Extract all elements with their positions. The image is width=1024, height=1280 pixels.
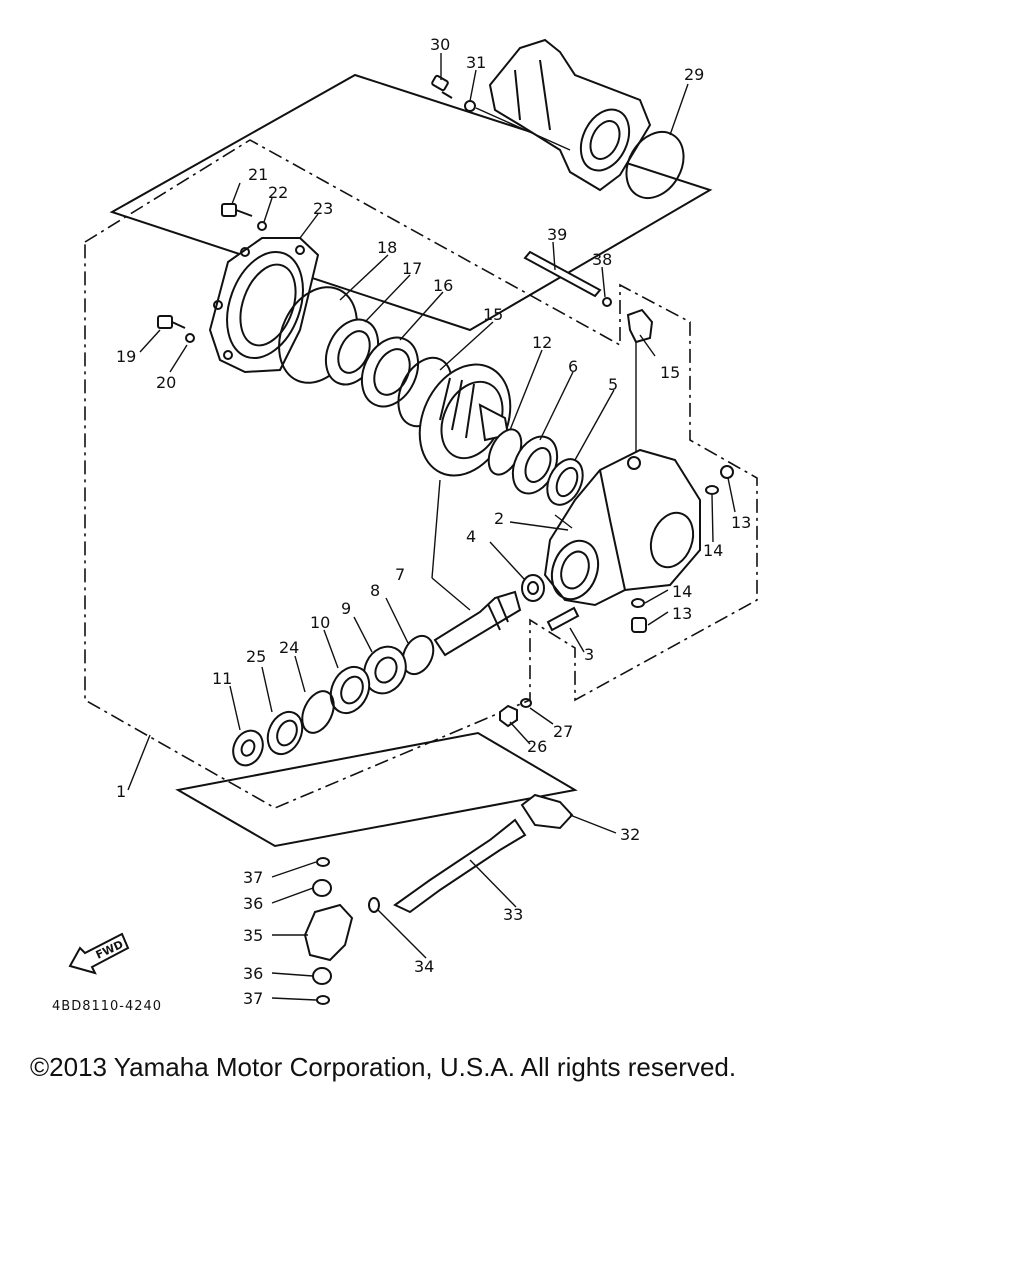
- callout-38: 38: [592, 250, 612, 269]
- callout-7: 7: [395, 565, 405, 584]
- callout-5: 5: [608, 375, 618, 394]
- drive-shaft-33: [393, 818, 527, 914]
- callout-32: 32: [620, 825, 640, 844]
- forward-arrow-icon: FWD: [68, 932, 130, 975]
- callout-23: 22: [268, 183, 288, 202]
- callout-33: 33: [503, 905, 523, 924]
- callout-6: 6: [568, 357, 578, 376]
- callout-34: 34: [414, 957, 434, 976]
- bearing-cover-24: [208, 237, 320, 374]
- washer-28: [520, 698, 532, 708]
- oil-seal-5: [546, 458, 584, 506]
- clip-37-upper: [316, 857, 330, 867]
- callout-37-lower: 37: [243, 989, 263, 1008]
- stud-3: [546, 606, 580, 632]
- bushing-11: [232, 729, 264, 767]
- nut-27: [499, 704, 518, 728]
- plug-13-upper: [720, 465, 734, 479]
- callout-8: 8: [370, 581, 380, 600]
- callout-12: 12: [532, 333, 552, 352]
- breather-15: [626, 308, 654, 344]
- callout-2: 2: [494, 509, 504, 528]
- shim-8: [401, 634, 435, 676]
- callout-21: 20: [156, 373, 176, 392]
- callout-1: 1: [116, 782, 126, 801]
- callout-36-lower: 36: [243, 964, 263, 983]
- drawing-code: 4BD8110-4240: [52, 999, 162, 1014]
- plug-13-lower: [631, 617, 647, 633]
- callout-28: 27: [553, 722, 573, 741]
- callout-14-lower: 14: [672, 582, 692, 601]
- callout-27: 26: [527, 737, 547, 756]
- coupling-gear-32: [520, 793, 574, 830]
- callout-labels: 30 31 29 21 22 23 39 18 38 17 16 15 12 1…: [52, 35, 751, 1014]
- callout-13-upper: 13: [731, 513, 751, 532]
- callout-9: 9: [341, 599, 351, 618]
- callout-4: 4: [466, 527, 476, 546]
- bearing-4: [521, 574, 545, 602]
- callout-29: 29: [684, 65, 704, 84]
- callout-39: 39: [547, 225, 567, 244]
- callout-13-lower: 13: [672, 604, 692, 623]
- shaft-group-outline: [175, 731, 578, 848]
- callout-20: 19: [116, 347, 136, 366]
- washer-14-lower: [631, 598, 645, 608]
- callout-22: 21: [248, 165, 268, 184]
- bearing-36-upper: [312, 879, 332, 897]
- washer-14-upper: [705, 485, 719, 495]
- clip-38: [602, 297, 612, 307]
- pinion-gear-7: [433, 590, 522, 657]
- callout-10: 10: [310, 613, 330, 632]
- gear-case-2: [543, 448, 701, 607]
- leader-lines: [127, 53, 736, 1001]
- callout-17: 16: [433, 276, 453, 295]
- callout-30: 30: [430, 35, 450, 54]
- callout-35: 35: [243, 926, 263, 945]
- callout-26: 25: [246, 647, 266, 666]
- washer-21: [185, 333, 195, 343]
- callout-31: 31: [466, 53, 486, 72]
- callout-11: 11: [212, 669, 232, 688]
- parts: FWD: [68, 38, 734, 1005]
- callout-36-upper: 36: [243, 894, 263, 913]
- gasket-29: [625, 131, 685, 199]
- callout-25: 24: [279, 638, 299, 657]
- callout-37-upper: 37: [243, 868, 263, 887]
- callout-18: 17: [402, 259, 422, 278]
- washer-31: [464, 100, 476, 112]
- bolt-20: [157, 315, 173, 329]
- callout-19: 18: [377, 238, 397, 257]
- drive-shaft-housing: [431, 38, 685, 199]
- callout-14-upper: 14: [703, 541, 723, 560]
- callout-24: 23: [313, 199, 333, 218]
- circlip-25: [301, 690, 335, 734]
- washer-23: [257, 221, 267, 231]
- bearing-36-lower: [312, 967, 332, 985]
- final-drive-assembly-outline: [84, 139, 758, 809]
- callout-16: 15: [483, 305, 503, 324]
- bearing-9: [363, 645, 407, 695]
- copyright-notice: ©2013 Yamaha Motor Corporation, U.S.A. A…: [30, 1052, 737, 1082]
- callout-3: 3: [584, 645, 594, 664]
- circlip-34: [368, 897, 380, 913]
- ring-gear-7: [418, 363, 512, 477]
- universal-joint-35: [303, 903, 354, 962]
- exploded-parts-diagram: FWD: [52, 35, 758, 1014]
- clip-37-lower: [316, 995, 330, 1005]
- bolt-22: [221, 203, 237, 217]
- bolt-30: [431, 74, 449, 92]
- callout-15: 15: [660, 363, 680, 382]
- pipe-39: [523, 250, 602, 298]
